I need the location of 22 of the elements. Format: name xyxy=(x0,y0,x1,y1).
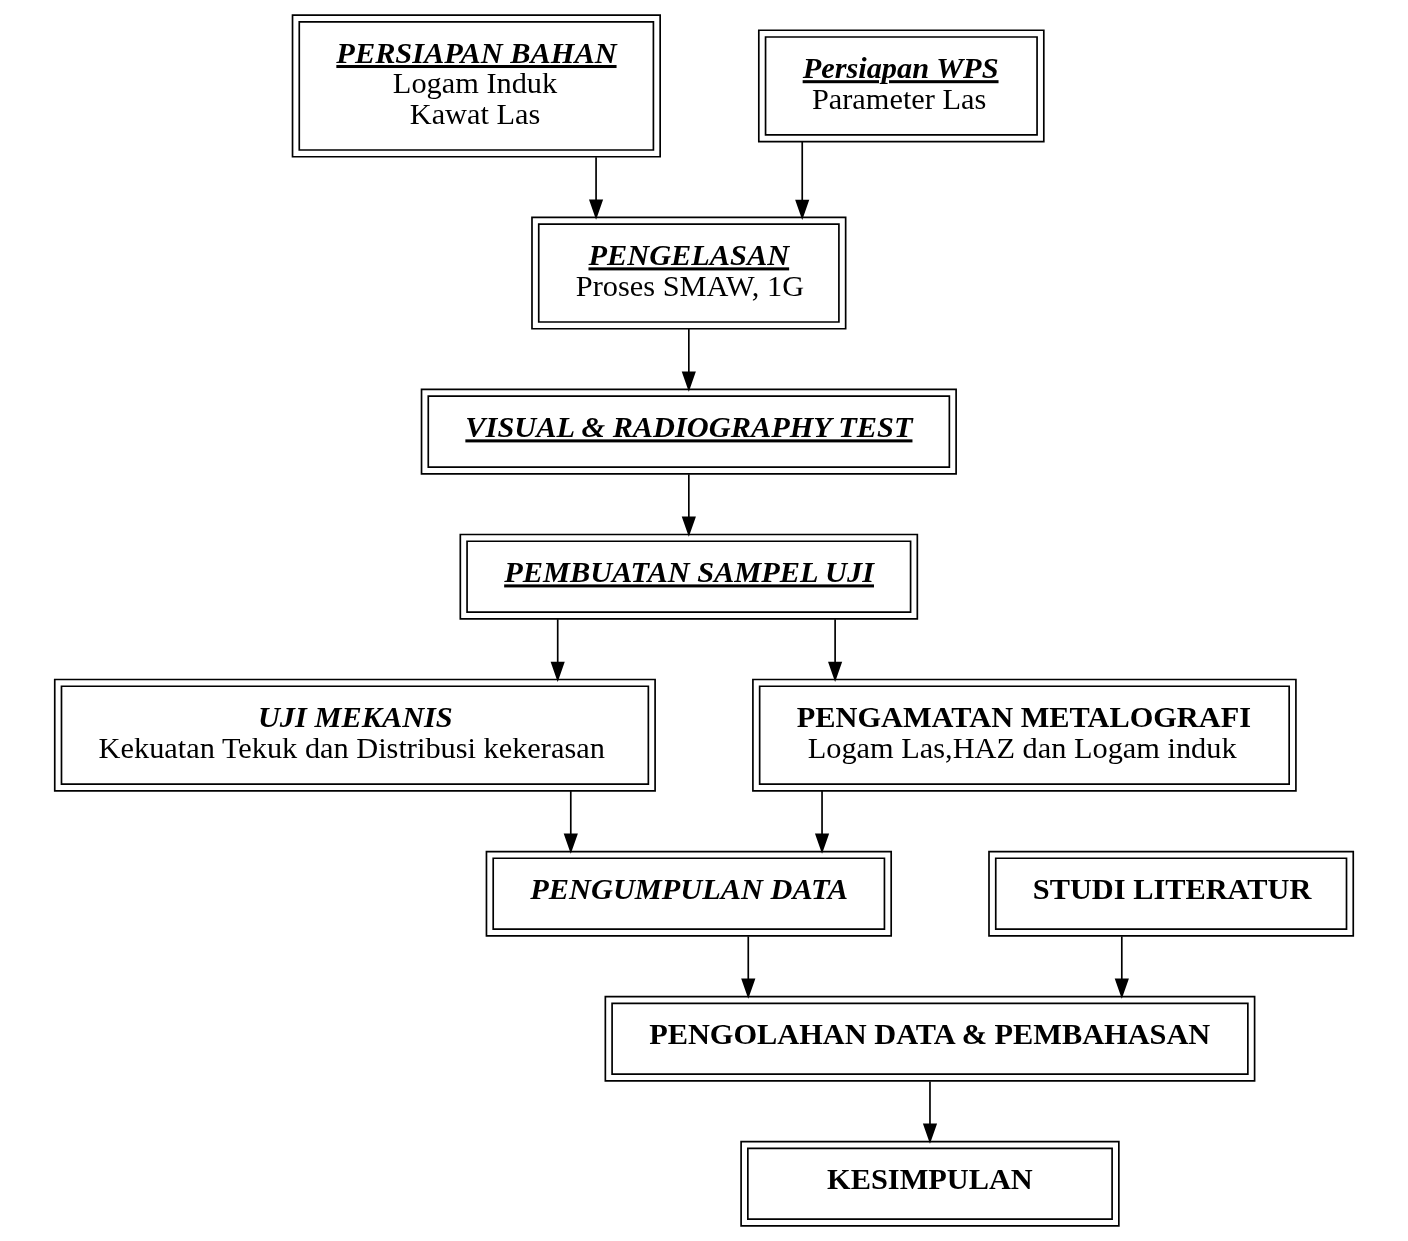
arrow xyxy=(563,790,578,854)
arrow xyxy=(681,473,696,537)
arrow xyxy=(922,1080,938,1144)
arrow xyxy=(550,618,565,682)
node-box: UJI MEKANIS Kekuatan Tekuk dan Distribusi kekerasan xyxy=(53,678,656,792)
node-box: PENGOLAHAN DATA & PEMBAHASAN xyxy=(604,995,1256,1082)
node-box: VISUAL & RADIOGRAPHY TEST xyxy=(420,388,957,475)
arrow xyxy=(588,156,604,220)
node-box: STUDI LITERATUR xyxy=(988,850,1355,937)
node-box: PENGAMATAN METALOGRAFI Logam Las,HAZ dan Logam induk xyxy=(752,678,1297,792)
arrow xyxy=(1114,935,1129,999)
node-box: PENGUMPULAN DATA xyxy=(485,850,893,937)
arrow xyxy=(795,140,810,220)
arrow xyxy=(741,935,756,999)
node-box: PERSIAPAN BAHAN Logam Induk Kawat Las xyxy=(291,14,661,158)
node-box: PEMBUATAN SAMPEL UJI xyxy=(459,533,919,620)
node-box: PENGELASAN Proses SMAW, 1G xyxy=(531,216,847,330)
node-box: Persiapan WPS Parameter Las xyxy=(757,29,1045,143)
node-box: KESIMPULAN xyxy=(740,1140,1120,1227)
arrow xyxy=(814,790,830,854)
arrow xyxy=(681,328,696,392)
arrow xyxy=(828,618,843,682)
